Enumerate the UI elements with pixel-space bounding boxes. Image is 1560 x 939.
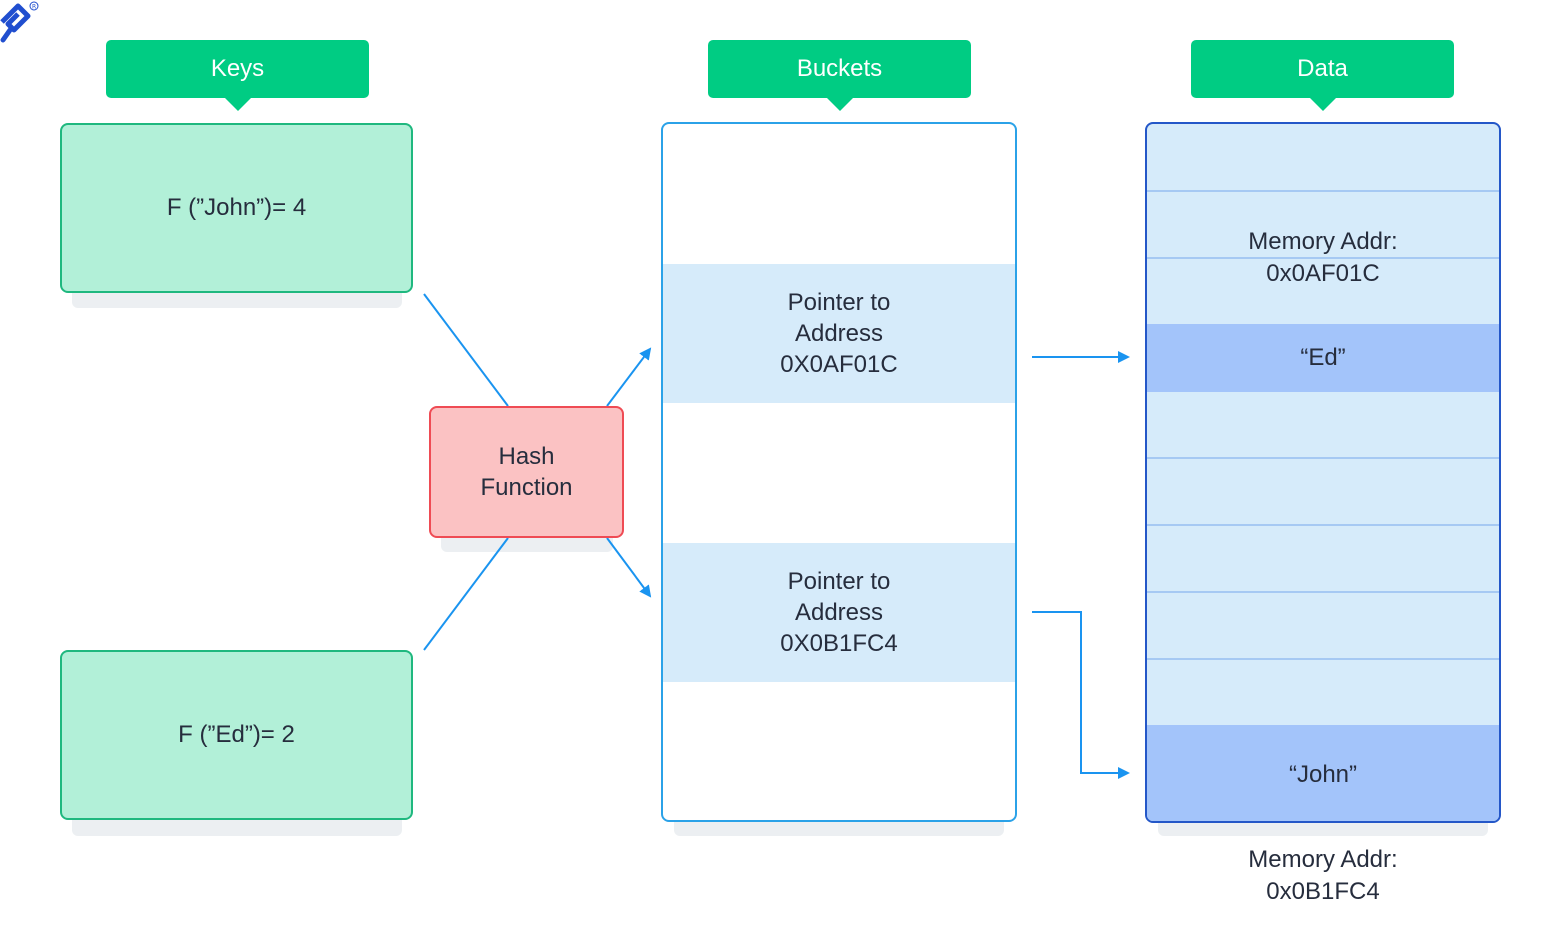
bucket-to-john-arrow: [1032, 611, 1130, 779]
bucket-text: Pointer to: [787, 289, 891, 316]
hash-label-line: Hash: [498, 443, 555, 470]
memory-addr-value: 0x0AF01C: [1266, 260, 1380, 287]
buckets-header-label: Buckets: [796, 55, 883, 82]
data-cell-ed: “Ed”: [1147, 324, 1499, 392]
memory-addr-label: Memory Addr: 0x0B1FC4: [1145, 844, 1501, 908]
data-divider: [1147, 524, 1499, 526]
data-value: “Ed”: [1300, 344, 1346, 371]
data-value: “John”: [1288, 761, 1358, 788]
bucket-text: Address: [794, 599, 884, 626]
bucket-slot: Pointer to Address 0X0B1FC4: [663, 543, 1015, 682]
ed-to-hash-line: [423, 537, 509, 651]
key-label: F (”John”)= 4: [166, 194, 307, 221]
memory-addr-title: Memory Addr:: [1248, 846, 1398, 873]
data-header: Data: [1191, 40, 1454, 111]
data-divider: [1147, 190, 1499, 192]
key-card-john: F (”John”)= 4: [60, 123, 413, 293]
keys-header-label: Keys: [210, 55, 265, 82]
memory-addr-value: 0x0B1FC4: [1266, 878, 1380, 905]
bucket-address: 0X0B1FC4: [780, 630, 898, 657]
buckets-column: Pointer to Address 0X0AF01C Pointer to A…: [661, 122, 1017, 822]
toptal-logo-icon: R: [0, 1, 39, 43]
bucket-address: 0X0AF01C: [780, 351, 898, 378]
john-to-hash-line: [423, 293, 509, 407]
buckets-header: Buckets: [708, 40, 971, 111]
keys-header: Keys: [106, 40, 369, 111]
key-label: F (”Ed”)= 2: [178, 721, 295, 748]
data-divider: [1147, 257, 1499, 259]
data-cell-john: “John”: [1147, 725, 1499, 821]
key-card-ed: F (”Ed”)= 2: [60, 650, 413, 820]
bucket-slot: Pointer to Address 0X0AF01C: [663, 264, 1015, 403]
data-column: “Ed” “John”: [1145, 122, 1501, 823]
memory-addr-title: Memory Addr:: [1248, 228, 1398, 255]
data-divider: [1147, 457, 1499, 459]
bucket-text: Pointer to: [787, 568, 891, 595]
bucket-text: Address: [794, 320, 884, 347]
data-header-label: Data: [1297, 55, 1348, 82]
memory-addr-label: Memory Addr: 0x0AF01C: [1145, 226, 1501, 290]
data-divider: [1147, 658, 1499, 660]
hash-label-line: Function: [480, 474, 573, 501]
hash-function-box: Hash Function: [429, 406, 624, 538]
hash-to-bucket-arrow: [606, 347, 652, 407]
svg-text:R: R: [32, 4, 36, 11]
hash-to-bucket-arrow: [606, 537, 652, 598]
data-divider: [1147, 591, 1499, 593]
